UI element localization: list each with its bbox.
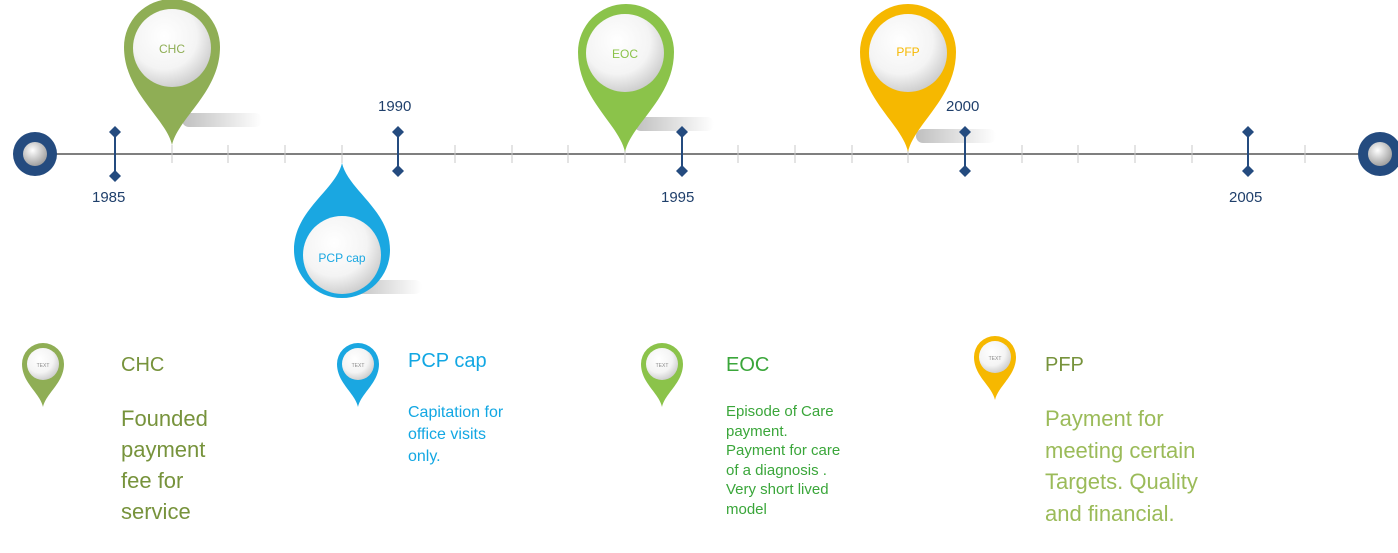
legend-chc-pin-icon: TEXT: [22, 343, 64, 407]
pin-pcp: PCP cap: [294, 163, 390, 298]
year-label-1995: 1995: [661, 189, 695, 206]
pin-chc-label: CHC: [159, 42, 185, 56]
pin-chc: CHC: [124, 0, 220, 145]
legend-pfp-line: Payment for: [1045, 406, 1164, 431]
year-label-1990: 1990: [378, 98, 412, 115]
legend-chc-line: payment: [121, 437, 206, 462]
pin-pcp-label: PCP cap: [318, 251, 365, 265]
pin-eoc-label: EOC: [612, 47, 638, 61]
legend-pfp-title: PFP: [1045, 354, 1084, 376]
legend-eoc-description: Episode of Care payment. Payment for car…: [726, 402, 840, 519]
legend-pcp-line: only.: [408, 448, 441, 465]
legend-pcp-description: Capitation for office visits only.: [408, 402, 503, 468]
legend-eoc-icon-text: TEXT: [656, 363, 669, 369]
legend-eoc-pin-icon: TEXT: [641, 343, 683, 407]
legend-pcp-pin-icon: TEXT: [337, 343, 379, 407]
legend-pfp-icon-text: TEXT: [989, 356, 1002, 362]
year-label-1985: 1985: [92, 189, 126, 206]
timeline-start-cap: [13, 132, 57, 176]
year-marker-1985: [109, 126, 121, 182]
legend-chc-line: service: [121, 499, 191, 524]
legend-chc-line: Founded: [121, 406, 208, 431]
legend-pfp-description: Payment for meeting certain Targets. Qua…: [1045, 403, 1198, 529]
legend-pcp-title: PCP cap: [408, 350, 487, 372]
legend-chc-icon-text: TEXT: [37, 363, 50, 369]
year-label-2005: 2005: [1229, 189, 1263, 206]
pin-eoc: EOC: [578, 4, 674, 152]
year-marker-1995: [676, 126, 688, 177]
legend-pfp-pin-icon: TEXT: [974, 336, 1016, 400]
legend-pcp-icon-text: TEXT: [352, 363, 365, 369]
legend-eoc-line: payment.: [726, 422, 788, 440]
legend-eoc-line: Episode of Care: [726, 403, 834, 420]
pin-pfp: PFP: [860, 4, 956, 152]
minor-ticks: [171, 145, 1306, 163]
legend-chc-description: Founded payment fee for service: [121, 403, 208, 527]
legend-pcp-line: office visits: [408, 426, 486, 443]
legend-pfp-line: and financial.: [1045, 500, 1175, 526]
year-marker-2005: [1242, 126, 1254, 177]
legend-eoc-line: model: [726, 500, 767, 518]
legend-pfp-line: meeting certain: [1045, 437, 1196, 463]
legend-pfp-line: Targets. Quality: [1045, 469, 1198, 494]
legend-eoc-line: Payment for care: [726, 442, 841, 459]
legend-chc-title: CHC: [121, 354, 165, 376]
year-marker-2000: [959, 126, 971, 177]
year-marker-1990: [392, 126, 404, 177]
legend-eoc-title: EOC: [726, 354, 770, 376]
legend-eoc-line: of a diagnosis .: [726, 461, 827, 479]
year-label-2000: 2000: [946, 98, 980, 115]
timeline-end-cap: [1358, 132, 1398, 176]
legend-eoc-line: Very short lived: [726, 481, 829, 498]
pin-pfp-label: PFP: [896, 45, 919, 59]
legend-chc-line: fee for: [121, 468, 184, 493]
legend-pcp-line: Capitation for: [408, 404, 504, 421]
